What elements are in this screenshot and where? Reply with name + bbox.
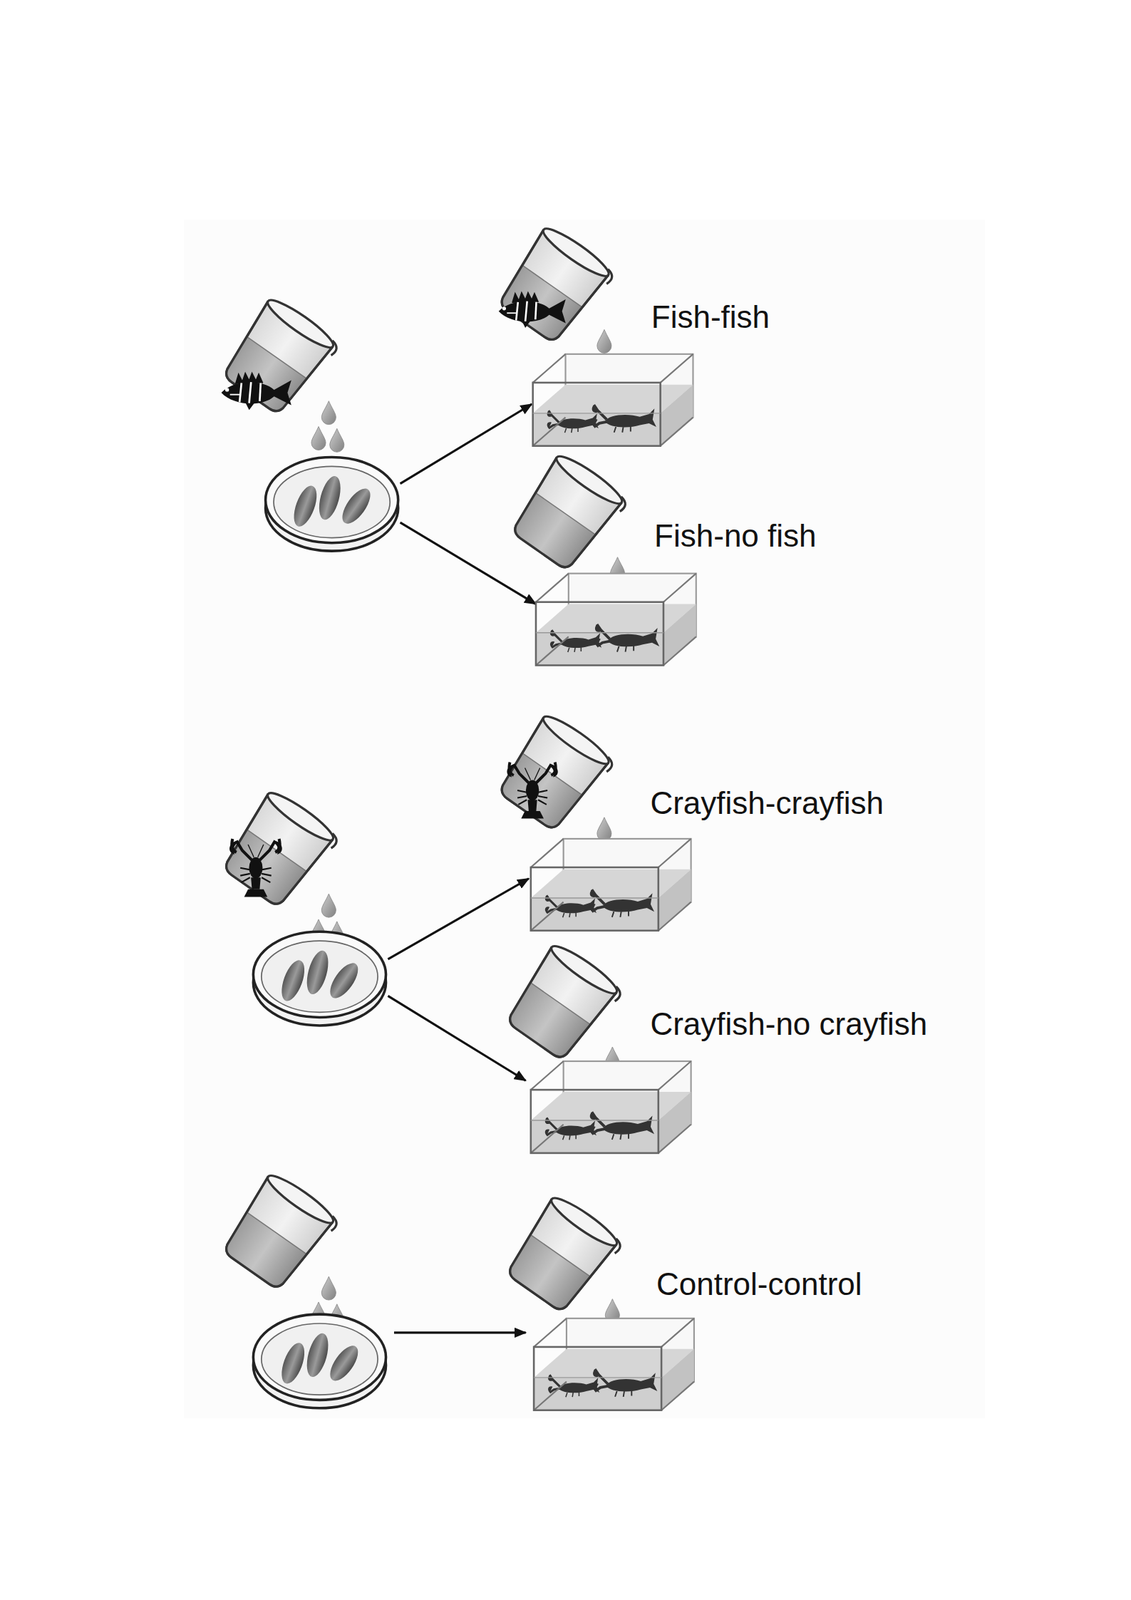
drops xyxy=(311,401,345,453)
arrow xyxy=(394,1331,526,1334)
petri-dish xyxy=(252,931,386,1026)
background-panel xyxy=(183,219,985,1419)
tank xyxy=(535,573,697,666)
petri-dish xyxy=(265,456,399,551)
fish-group xyxy=(218,223,697,666)
tank xyxy=(530,838,692,931)
beaker xyxy=(218,294,342,421)
beaker xyxy=(218,787,342,914)
crayfish-icon xyxy=(229,838,283,898)
fish-icon xyxy=(221,373,292,410)
beaker xyxy=(218,1170,342,1297)
treatment-label: Control-control xyxy=(656,1266,863,1303)
beaker xyxy=(493,710,618,837)
control-group xyxy=(218,1170,695,1411)
petri-dish xyxy=(252,1314,386,1409)
beaker xyxy=(501,940,626,1067)
arrow xyxy=(387,995,526,1081)
treatment-label: Fish-no fish xyxy=(654,518,817,555)
crayfish-icon xyxy=(506,762,558,819)
arrow xyxy=(387,878,529,960)
tank xyxy=(533,1318,695,1411)
crayfish-group xyxy=(218,710,692,1154)
treatment-label: Crayfish-crayfish xyxy=(649,785,884,822)
tank xyxy=(530,1061,692,1154)
tank xyxy=(533,354,694,447)
beaker xyxy=(501,1192,626,1319)
treatment-label: Fish-fish xyxy=(651,299,770,336)
beaker xyxy=(493,223,618,350)
arrow xyxy=(400,404,533,484)
fish-icon xyxy=(498,292,566,328)
beaker xyxy=(506,450,630,577)
treatment-label: Crayfish-no crayfish xyxy=(649,1005,928,1042)
